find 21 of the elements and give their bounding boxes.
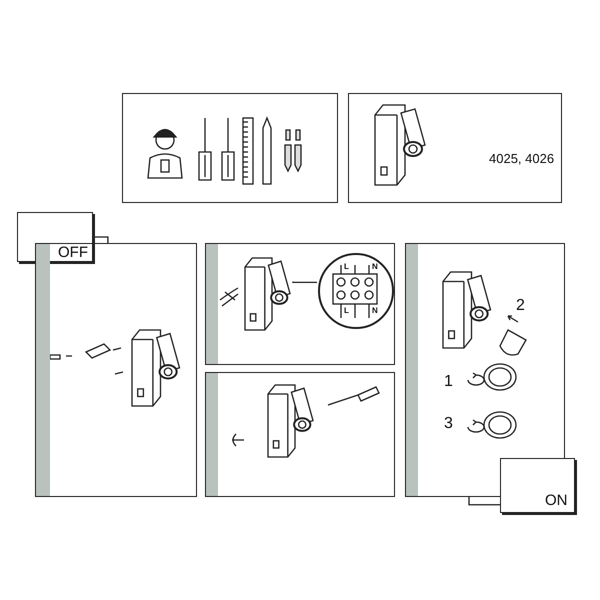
- instruction-panel: [205, 243, 395, 365]
- switch-panel: [500, 458, 575, 513]
- detail-magnifier: [318, 253, 394, 329]
- step-number: 3: [444, 416, 453, 432]
- instruction-panel: [205, 372, 395, 497]
- switch-on-label: ON: [545, 493, 568, 508]
- model-number: 4025, 4026: [489, 152, 554, 165]
- terminal-label: L: [344, 263, 349, 271]
- connector-line: [93, 236, 109, 243]
- terminal-label: L: [344, 307, 349, 315]
- step-number: 1: [444, 374, 453, 390]
- terminal-label: N: [372, 307, 378, 315]
- instruction-panel: [35, 243, 197, 497]
- connector-line: [292, 281, 317, 284]
- lamp-drawing: [244, 256, 290, 330]
- tools-panel: [122, 93, 338, 203]
- terminal-label: N: [372, 263, 378, 271]
- step-number: 2: [516, 298, 525, 314]
- product-panel: [348, 93, 562, 203]
- connector-line: [468, 497, 500, 506]
- switch-off-label: OFF: [58, 245, 88, 260]
